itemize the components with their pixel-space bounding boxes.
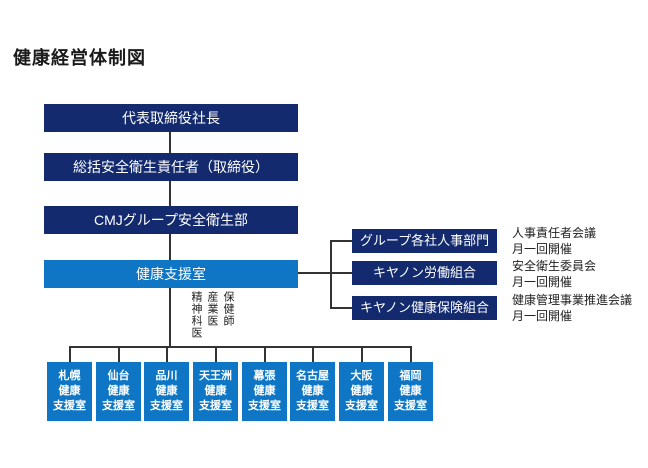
connector-offices-horizontal	[69, 346, 412, 348]
org-box-labor-union: キヤノン労働組合	[352, 261, 497, 285]
connector-stub-office	[69, 346, 71, 362]
org-box-president: 代表取締役社長	[44, 104, 298, 132]
staff-role-public-health-nurse: 保健師	[222, 291, 234, 327]
connector-stub-office	[312, 346, 314, 362]
meeting-note-promotion: 健康管理事業推進会議 月一回開催	[512, 293, 633, 323]
office-box-sendai: 仙台 健康 支援室	[96, 362, 141, 421]
staff-role-psychiatrist: 精神科医	[190, 291, 202, 339]
connector-stub-office	[361, 346, 363, 362]
connector-stub-office	[118, 346, 120, 362]
office-box-sapporo: 札幌 健康 支援室	[47, 362, 92, 421]
office-box-shinagawa: 品川 健康 支援室	[144, 362, 189, 421]
office-box-tennozu: 天王洲 健康 支援室	[193, 362, 238, 421]
connector-stub-hr	[330, 240, 352, 242]
connector-support-to-bodies	[298, 272, 331, 274]
connector-stub-office	[264, 346, 266, 362]
office-box-osaka: 大阪 健康 支援室	[339, 362, 384, 421]
connector-stub-office	[166, 346, 168, 362]
office-box-makuhari: 幕張 健康 支援室	[242, 362, 287, 421]
staff-roles-vertical-text: 保健師 産業医 精神科医	[188, 291, 236, 349]
office-box-fukuoka: 福岡 健康 支援室	[388, 362, 433, 421]
connector-stub-insurance	[330, 307, 352, 309]
org-box-safety-dept: CMJグループ安全衛生部	[44, 206, 298, 234]
office-box-nagoya: 名古屋 健康 支援室	[290, 362, 335, 421]
meeting-note-hr: 人事責任者会議 月一回開催	[512, 226, 597, 256]
meeting-note-safety: 安全衛生委員会 月一回開催	[512, 259, 597, 289]
connector-stub-union	[330, 272, 352, 274]
page-title: 健康経営体制図	[13, 48, 146, 68]
connector-stub-office	[215, 346, 217, 362]
org-box-group-hr: グループ各社人事部門	[352, 229, 497, 253]
org-box-health-insurance: キヤノン健康保険組合	[352, 296, 497, 320]
connector-bodies-vertical	[330, 240, 332, 309]
connector-stub-office	[410, 346, 412, 362]
org-box-safety-officer: 総括安全衛生責任者（取締役）	[44, 153, 298, 181]
staff-role-occupational-doctor: 産業医	[206, 291, 218, 327]
connector-main-vertical	[169, 132, 171, 347]
org-box-health-support: 健康支援室	[44, 260, 298, 288]
